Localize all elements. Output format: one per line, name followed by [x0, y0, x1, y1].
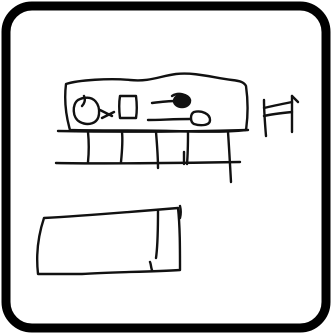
- lower-box-divider-tick: [180, 206, 181, 218]
- table-bottom-line: [56, 162, 240, 163]
- slider-line-2: [148, 119, 190, 120]
- table-col-2: [121, 132, 122, 162]
- table-col-4: [187, 132, 188, 164]
- card-frame: [6, 6, 326, 328]
- table-col-1: [88, 132, 89, 162]
